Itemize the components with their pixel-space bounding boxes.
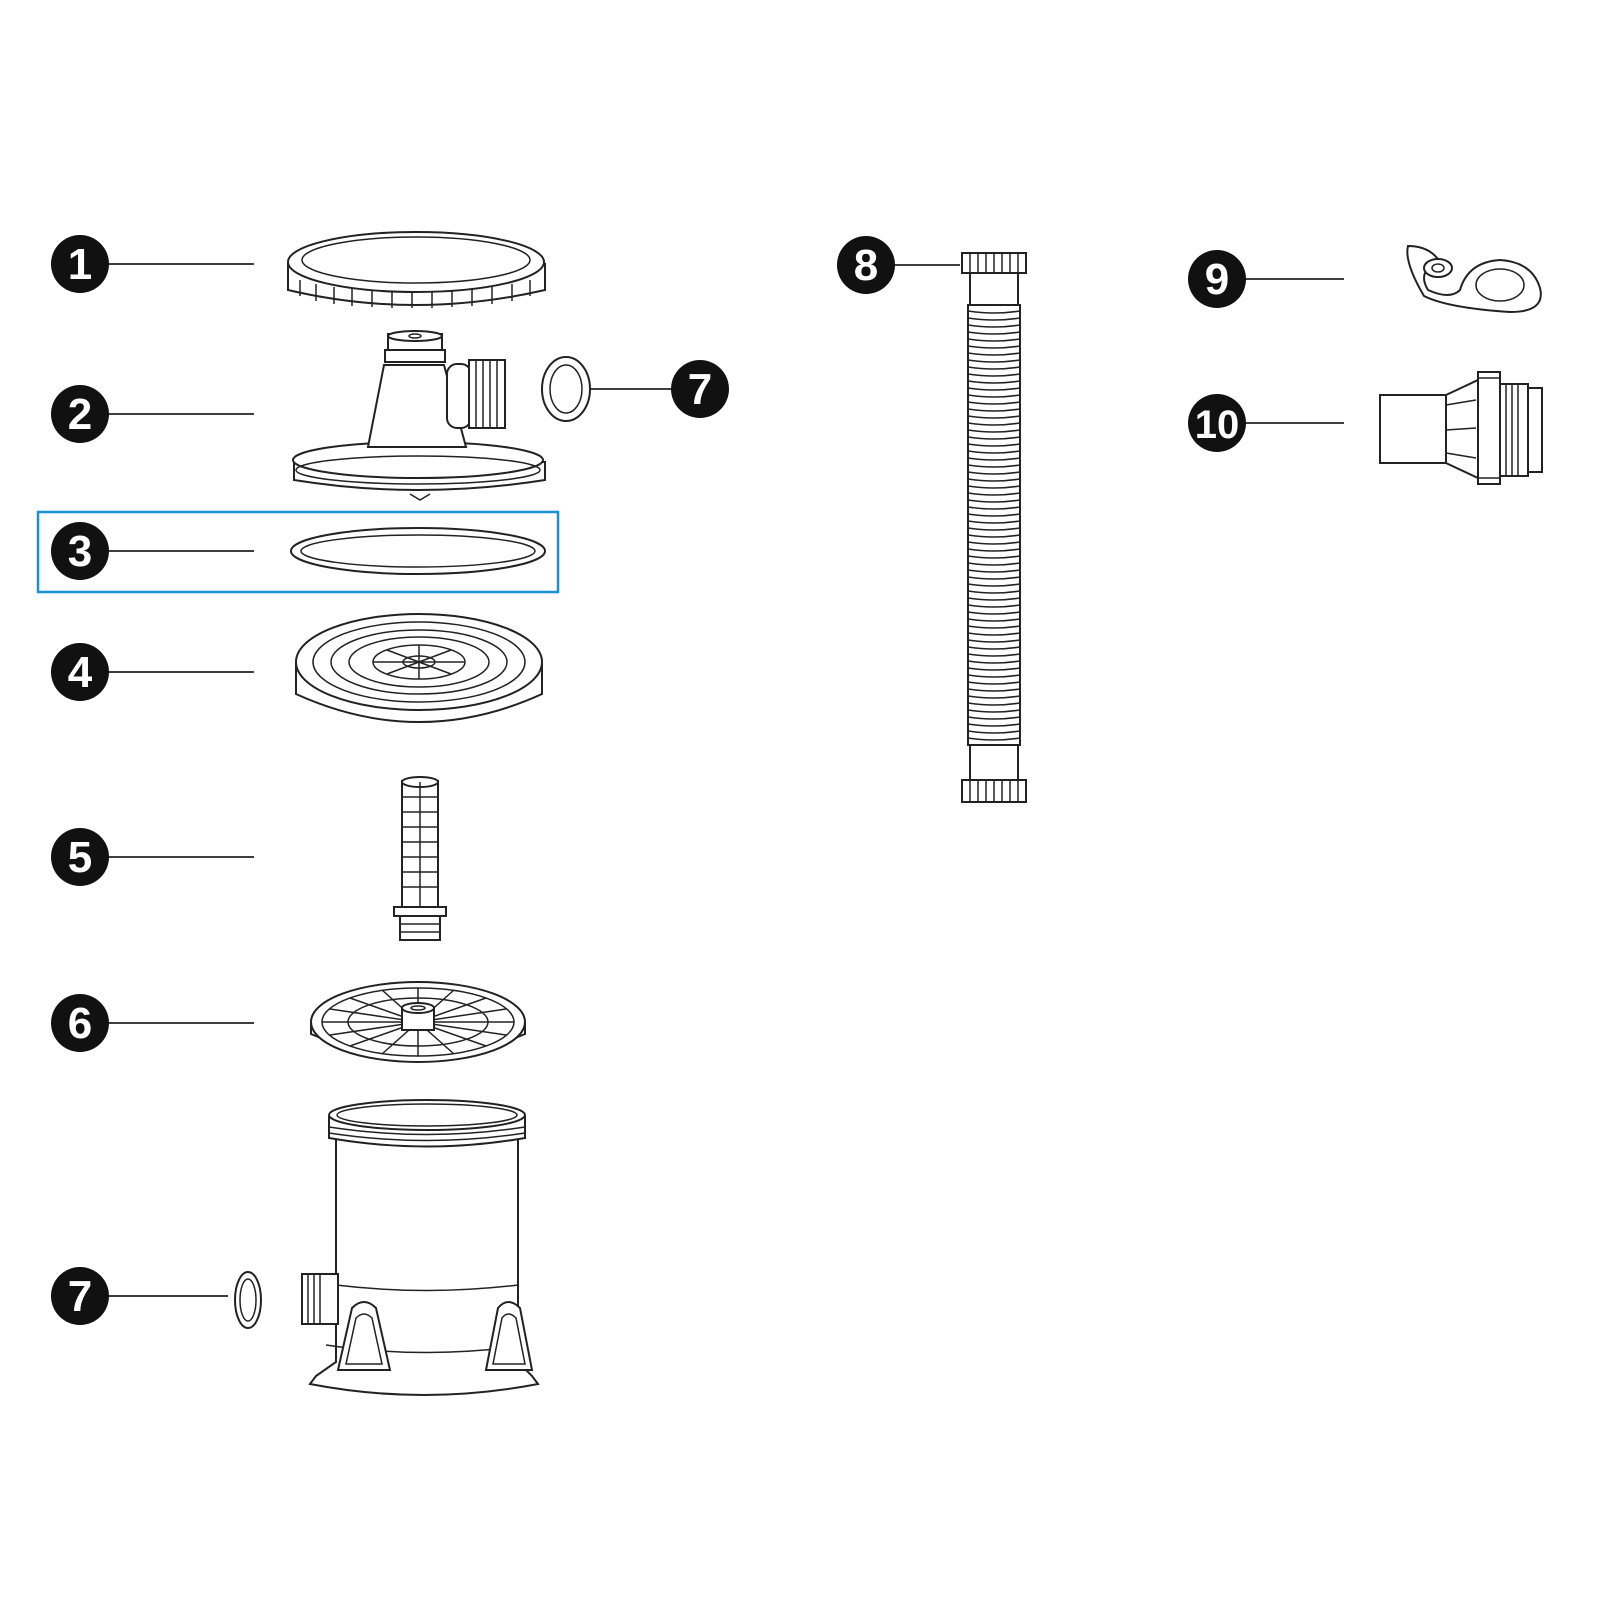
highlight-box[interactable] [36, 510, 560, 594]
callout-10-label: 10 [1195, 403, 1240, 447]
callout-3[interactable]: 3 [51, 522, 109, 580]
callout-9[interactable]: 9 [1188, 250, 1246, 308]
part-3-seal-ring [290, 527, 546, 575]
part-2-top-housing [292, 330, 546, 501]
callout-5[interactable]: 5 [51, 828, 109, 886]
callout-7-upper-label: 7 [688, 365, 712, 414]
callout-8[interactable]: 8 [837, 236, 895, 294]
part-1-lid-ring [287, 231, 546, 308]
callout-7-upper[interactable]: 7 [671, 360, 729, 418]
callout-1[interactable]: 1 [51, 235, 109, 293]
part-7-upper-oring [541, 356, 591, 422]
callout-4-label: 4 [68, 648, 93, 697]
callout-5-label: 5 [68, 833, 92, 882]
callout-1-label: 1 [68, 240, 92, 289]
part-8-hose [961, 252, 1027, 803]
callout-2-label: 2 [68, 390, 92, 439]
leader-lines [108, 263, 1344, 1297]
part-4-filter-cover [295, 613, 543, 723]
part-6-diffuser-plate [310, 981, 526, 1063]
part-10-adapter [1379, 371, 1543, 485]
callout-7-lower-label: 7 [68, 1272, 92, 1321]
filter-housing-body [301, 1099, 540, 1396]
callout-8-label: 8 [854, 241, 878, 290]
callout-10[interactable]: 10 [1188, 394, 1246, 452]
part-5-strainer [393, 776, 447, 941]
callout-6-label: 6 [68, 999, 92, 1048]
callout-7-lower[interactable]: 7 [51, 1267, 109, 1325]
callout-3-label: 3 [68, 527, 92, 576]
callout-2[interactable]: 2 [51, 385, 109, 443]
callout-9-label: 9 [1205, 255, 1229, 304]
part-7-lower-oring [234, 1271, 262, 1329]
callout-6[interactable]: 6 [51, 994, 109, 1052]
callout-4[interactable]: 4 [51, 643, 109, 701]
part-9-hose-clamp [1406, 244, 1542, 314]
